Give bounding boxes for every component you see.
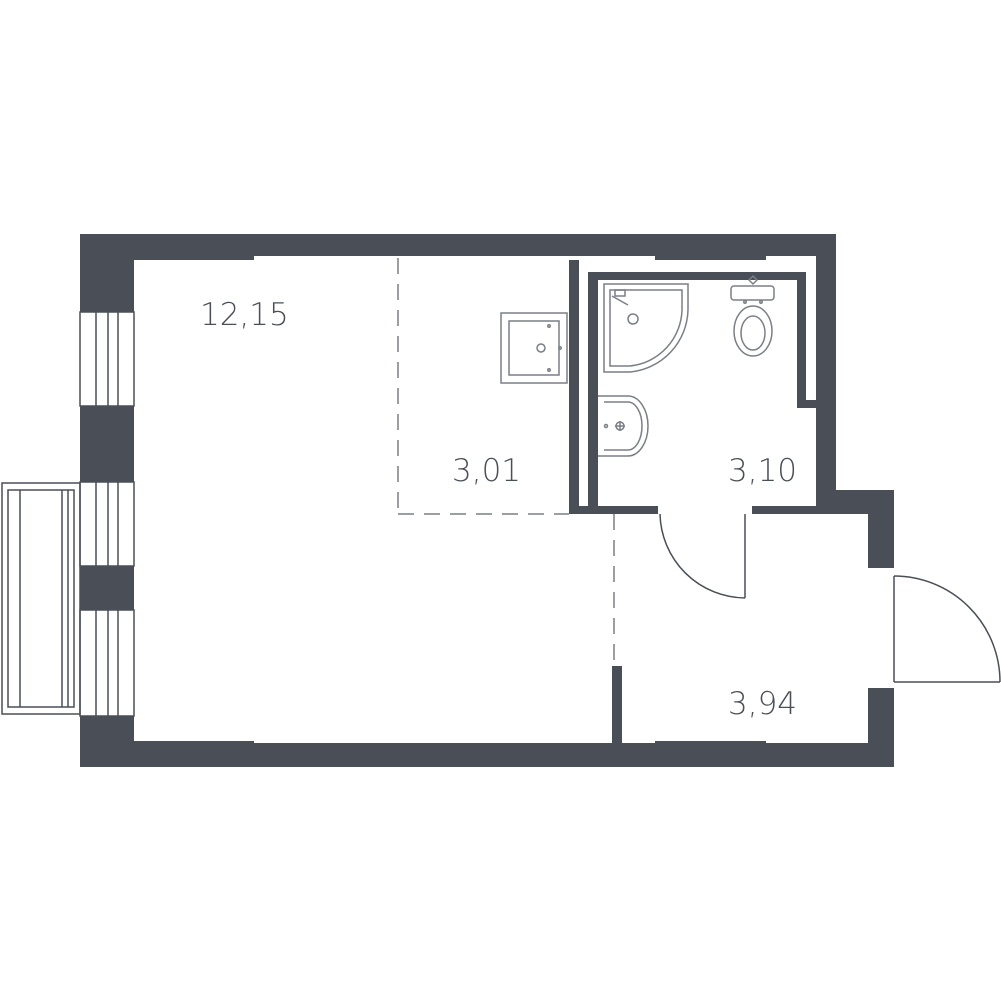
window-icon <box>79 311 135 717</box>
living-area-label: 12,15 <box>200 297 289 333</box>
hallway-area-label: 3,94 <box>728 686 797 722</box>
toilet-icon <box>730 274 775 357</box>
sink-icon <box>598 395 649 457</box>
walls <box>80 234 894 767</box>
zone-divider <box>397 258 615 666</box>
balcony-icon <box>1 482 81 715</box>
door-swing-icon <box>659 513 1001 683</box>
shower-icon <box>603 283 689 373</box>
bathroom-area-label: 3,10 <box>728 453 797 489</box>
window-icon <box>254 245 867 755</box>
kitchen-area-label: 3,01 <box>452 453 521 489</box>
stove-icon <box>500 312 568 384</box>
